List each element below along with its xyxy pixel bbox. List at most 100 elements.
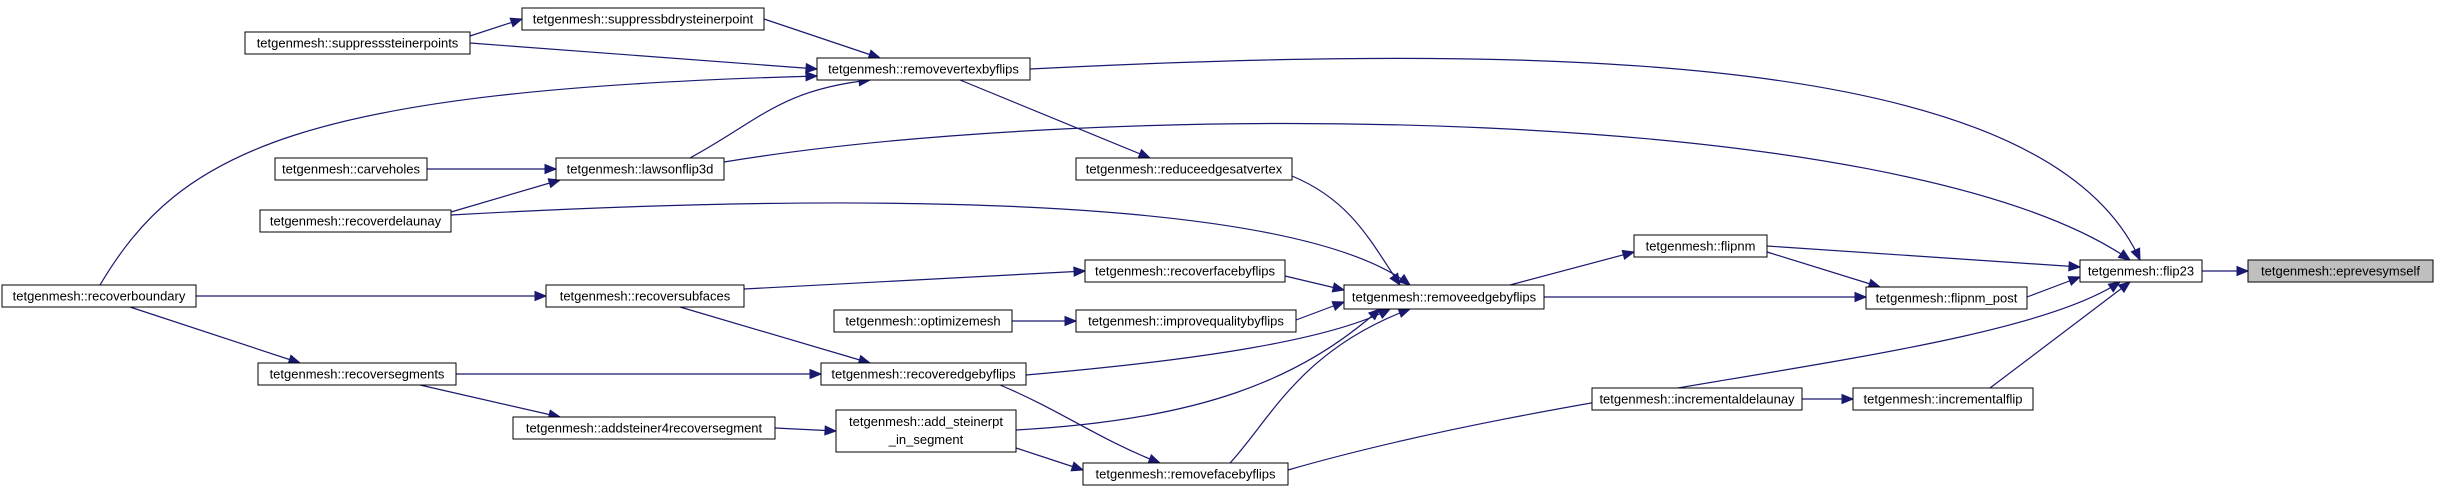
arrowhead-icon xyxy=(1854,291,1868,303)
edge-line xyxy=(1229,308,1411,464)
node-label: tetgenmesh::eprevesymself xyxy=(2261,264,2420,279)
node-recoveredge[interactable]: tetgenmesh::recoveredgebyflips xyxy=(820,362,1027,386)
arrowhead-icon xyxy=(867,49,882,60)
arrowhead-icon xyxy=(1331,282,1346,293)
arrowhead-icon xyxy=(2067,276,2082,286)
edge-line xyxy=(1766,251,1881,288)
node-box xyxy=(1,284,197,308)
node-suppressbdry[interactable]: tetgenmesh::suppressbdrysteinerpoint xyxy=(521,7,765,31)
edge-line xyxy=(1025,308,1391,376)
edge-recoverdelaunay-to-removeedge xyxy=(450,202,1412,286)
node-addsteiner4[interactable]: tetgenmesh::addsteiner4recoversegment xyxy=(512,416,776,440)
arrowhead-icon xyxy=(509,17,524,28)
node-box xyxy=(1084,259,1286,283)
arrowhead-icon xyxy=(1064,315,1078,327)
node-box xyxy=(1075,309,1297,333)
node-box xyxy=(1633,234,1768,258)
node-label: tetgenmesh::reduceedgesatvertex xyxy=(1086,162,1283,177)
node-label: tetgenmesh::improvequalitybyflips xyxy=(1088,314,1284,329)
edge-recoversegments-to-recoveredge xyxy=(456,368,823,380)
node-recoversegments[interactable]: tetgenmesh::recoversegments xyxy=(257,362,457,386)
node-lawson[interactable]: tetgenmesh::lawsonflip3d xyxy=(555,157,725,181)
edge-line xyxy=(450,202,1411,286)
edge-addsteinerpt-to-removeedge xyxy=(1015,308,1381,431)
edge-flipnm_post-to-flip23 xyxy=(2026,276,2082,298)
arrowhead-icon xyxy=(544,163,558,175)
arrowhead-icon xyxy=(2117,249,2132,261)
edge-recoveredge-to-removeface xyxy=(999,384,1162,464)
arrowhead-icon xyxy=(1070,461,1085,472)
edge-recoverboundary-to-removevertex xyxy=(99,71,819,286)
node-flipnm_post[interactable]: tetgenmesh::flipnm_post xyxy=(1865,286,2028,310)
edge-incflip-to-flip23 xyxy=(1989,281,2132,389)
node-addsteinerpt[interactable]: tetgenmesh::add_steinerpt_in_segment xyxy=(835,409,1017,453)
node-label: tetgenmesh::lawsonflip3d xyxy=(567,162,714,177)
edge-lawson-to-flip23 xyxy=(723,122,2132,261)
node-recoverboundary[interactable]: tetgenmesh::recoverboundary xyxy=(1,284,197,308)
edge-line xyxy=(450,179,561,213)
arrowhead-icon xyxy=(1397,273,1412,286)
node-box xyxy=(555,157,725,181)
edge-line xyxy=(1015,308,1381,431)
arrowhead-icon xyxy=(1621,249,1636,261)
arrowhead-icon xyxy=(805,62,819,74)
edge-incdel-to-incflip xyxy=(1802,393,1855,405)
node-optimizemesh[interactable]: tetgenmesh::optimizemesh xyxy=(833,309,1013,333)
nodes-layer: tetgenmesh::eprevesymselftetgenmesh::fli… xyxy=(1,7,2434,486)
node-label: tetgenmesh::removeedgebyflips xyxy=(1352,290,1537,305)
edge-addsteinerpt-to-removeface xyxy=(1015,447,1085,472)
node-removevertex[interactable]: tetgenmesh::removevertexbyflips xyxy=(816,57,1031,81)
arrowhead-icon xyxy=(2068,261,2082,272)
edge-line xyxy=(1015,447,1084,471)
node-label: tetgenmesh::recoverboundary xyxy=(13,289,186,304)
arrowhead-icon xyxy=(1377,308,1392,319)
edge-addsteiner4-to-addsteinerpt xyxy=(774,425,838,436)
node-removeface[interactable]: tetgenmesh::removefacebyflips xyxy=(1082,462,1289,486)
node-reduceedges[interactable]: tetgenmesh::reduceedgesatvertex xyxy=(1075,157,1293,181)
edge-recoverboundary-to-recoversegments xyxy=(129,306,302,365)
node-incflip[interactable]: tetgenmesh::incrementalflip xyxy=(1852,387,2034,411)
node-label: tetgenmesh::removefacebyflips xyxy=(1096,467,1276,482)
node-box xyxy=(1075,157,1293,181)
node-flipnm[interactable]: tetgenmesh::flipnm xyxy=(1633,234,1768,258)
node-recoversubfaces[interactable]: tetgenmesh::recoversubfaces xyxy=(545,284,745,308)
node-improvequality[interactable]: tetgenmesh::improvequalitybyflips xyxy=(1075,309,1297,333)
node-label: tetgenmesh::add_steinerpt xyxy=(849,414,1003,429)
edge-line xyxy=(959,79,1151,159)
node-suppresssteiner[interactable]: tetgenmesh::suppresssteinerpoints xyxy=(244,31,471,55)
arrowhead-icon xyxy=(1137,148,1152,159)
node-box xyxy=(545,284,745,308)
node-label: tetgenmesh::recoversegments xyxy=(270,367,445,382)
node-label: tetgenmesh::addsteiner4recoversegment xyxy=(526,421,763,436)
node-label: tetgenmesh::suppresssteinerpoints xyxy=(257,36,459,51)
edge-recoversegments-to-addsteiner4 xyxy=(419,384,562,420)
node-carveholes[interactable]: tetgenmesh::carveholes xyxy=(274,157,428,181)
edge-line xyxy=(1989,281,2131,389)
arrowhead-icon xyxy=(1367,308,1381,321)
edge-line xyxy=(679,306,871,364)
edge-suppresssteiner-to-suppressbdry xyxy=(469,17,524,37)
node-label: tetgenmesh::recoversubfaces xyxy=(560,289,731,304)
node-box xyxy=(833,309,1013,333)
node-box xyxy=(820,362,1027,386)
node-box xyxy=(1852,387,2034,411)
node-recoverface[interactable]: tetgenmesh::recoverfacebyflips xyxy=(1084,259,1286,283)
node-label: tetgenmesh::flip23 xyxy=(2088,264,2194,279)
edge-removevertex-to-flip23 xyxy=(1029,57,2141,262)
node-label: tetgenmesh::flipnm_post xyxy=(1876,291,2018,306)
node-box xyxy=(1082,462,1289,486)
edge-optimizemesh-to-improvequality xyxy=(1012,315,1078,327)
node-recoverdelaunay[interactable]: tetgenmesh::recoverdelaunay xyxy=(259,209,452,233)
node-label: tetgenmesh::removevertexbyflips xyxy=(828,62,1019,77)
node-box xyxy=(274,157,428,181)
arrowhead-icon xyxy=(2117,281,2132,294)
node-incdel[interactable]: tetgenmesh::incrementaldelaunay xyxy=(1591,387,1803,411)
node-epreves[interactable]: tetgenmesh::eprevesymself xyxy=(2247,259,2434,283)
edge-line xyxy=(723,122,2131,261)
node-box xyxy=(1343,284,1545,310)
edge-recoveredge-to-removeedge xyxy=(1025,308,1392,376)
node-flip23[interactable]: tetgenmesh::flip23 xyxy=(2079,259,2203,283)
node-removeedge[interactable]: tetgenmesh::removeedgebyflips xyxy=(1343,284,1545,310)
edge-improvequality-to-removeedge xyxy=(1295,301,1346,321)
